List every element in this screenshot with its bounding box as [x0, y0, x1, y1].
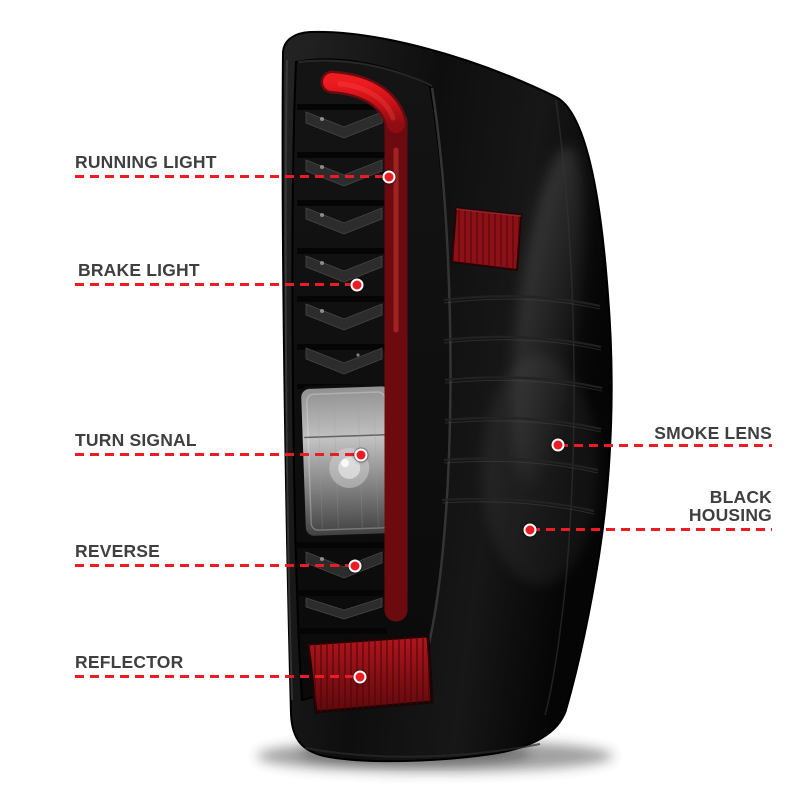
- leader-line-reflector: [75, 675, 360, 678]
- callout-dot-smoke-lens: [551, 438, 565, 452]
- callout-dot-black-housing: [523, 523, 537, 537]
- red-light-bar: [320, 70, 408, 622]
- leader-line-brake-light: [75, 283, 357, 286]
- callout-dot-brake-light: [350, 278, 364, 292]
- callout-label-black-housing: BLACK HOUSING: [688, 487, 772, 525]
- callout-label-running-light: RUNNING LIGHT: [75, 152, 217, 172]
- leader-line-turn-signal: [75, 453, 361, 456]
- reflector-lens: [306, 634, 434, 714]
- callout-label-reflector: REFLECTOR: [75, 652, 184, 672]
- callout-label-reverse: REVERSE: [75, 541, 161, 561]
- callout-dot-reflector: [353, 670, 367, 684]
- leader-line-reverse: [75, 564, 355, 567]
- callout-dot-reverse: [348, 559, 362, 573]
- turn-signal-lens: [298, 383, 398, 539]
- housing-contour-lines: [441, 295, 603, 515]
- callout-dot-turn-signal: [354, 448, 368, 462]
- callout-label-smoke-lens: SMOKE LENS: [654, 423, 772, 443]
- callout-dot-running-light: [382, 170, 396, 184]
- side-marker-reflector: [450, 206, 523, 272]
- leader-line-black-housing: [531, 528, 772, 531]
- callout-label-brake-light: BRAKE LIGHT: [78, 260, 200, 280]
- leader-line-smoke-lens: [559, 444, 772, 447]
- leader-line-running-light: [75, 175, 389, 178]
- led-chevrons-upper: [297, 104, 387, 389]
- callout-label-turn-signal: TURN SIGNAL: [75, 430, 197, 450]
